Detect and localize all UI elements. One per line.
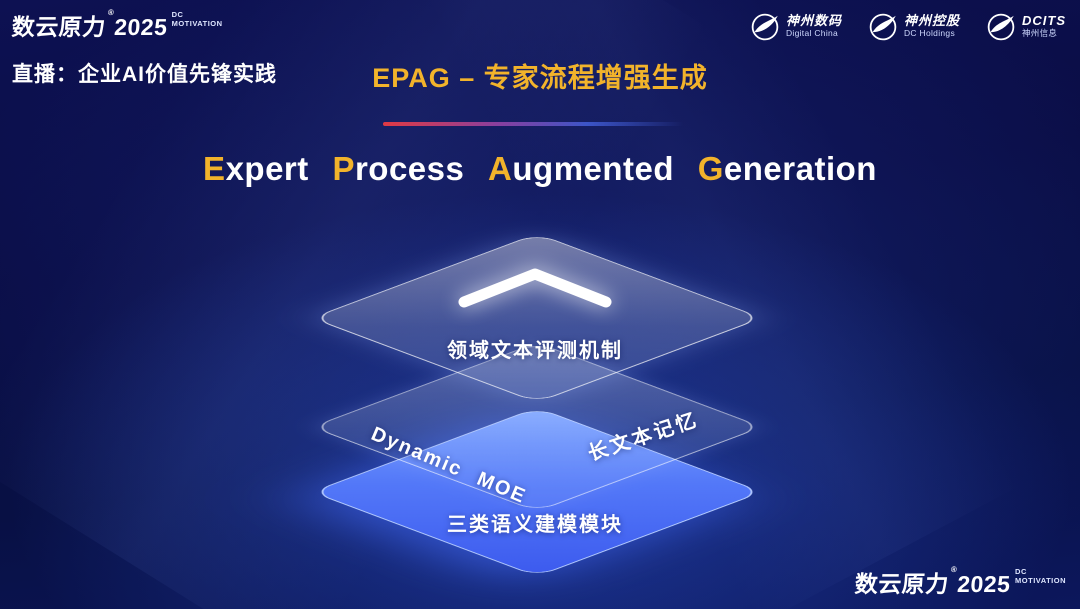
- title-word-rest: xpert: [225, 150, 309, 187]
- partner-text: DCITS 神州信息: [1022, 14, 1066, 40]
- partner-dcits: DCITS 神州信息: [986, 12, 1066, 42]
- title-word: Augmented: [488, 150, 674, 187]
- title-word-lead: G: [697, 150, 724, 187]
- main-title: Expert Process Augmented Generation: [0, 150, 1080, 188]
- footer-brand-tag-line2: MOTIVATION: [1015, 575, 1066, 585]
- partner-name: 神州数码: [785, 13, 842, 28]
- brand-tag-line1: DC: [171, 10, 184, 19]
- partner-subtitle: DC Holdings: [903, 28, 955, 38]
- footer-brand-tagline: DC MOTIVATION: [1015, 567, 1066, 585]
- partner-name: 神州控股: [903, 13, 960, 28]
- brand-tagline: DC MOTIVATION: [171, 10, 223, 28]
- digital-china-swoosh-icon: [751, 13, 779, 41]
- footer-brand-name: 数云原力: [854, 571, 951, 597]
- title-word: Process: [332, 150, 464, 187]
- slide-title: EPAG – 专家流程增强生成: [372, 63, 708, 93]
- footer-brand-wordmark: 数云原力®2025: [854, 565, 1012, 599]
- gradient-divider: [383, 122, 683, 126]
- title-word-lead: A: [488, 150, 513, 187]
- brand-logo: 数云原力®2025 DC MOTIVATION: [11, 8, 223, 42]
- dc-holdings-swoosh-icon: [869, 13, 897, 41]
- title-word-rest: ugmented: [512, 150, 675, 187]
- title-word-lead: E: [203, 150, 226, 187]
- dcits-swoosh-icon: [987, 13, 1015, 41]
- footer-brand-logo: 数云原力®2025 DC MOTIVATION: [854, 565, 1066, 599]
- partner-text: 神州控股 DC Holdings: [904, 14, 960, 40]
- footer-brand-tag-line1: DC: [1015, 567, 1027, 576]
- title-word-rest: rocess: [354, 150, 465, 187]
- partner-dc-holdings: 神州控股 DC Holdings: [868, 12, 960, 42]
- title-word: Generation: [698, 150, 877, 187]
- partner-digital-china: 神州数码 Digital China: [750, 12, 842, 42]
- top-layer-plane: [310, 233, 764, 403]
- partner-logos: 神州数码 Digital China 神州控股 DC Holdings DCIT…: [750, 12, 1066, 42]
- partner-subtitle: 神州信息: [1022, 28, 1058, 38]
- brand-tag-line2: MOTIVATION: [171, 18, 223, 28]
- live-stream-label: 直播：企业AI价值先锋实践: [12, 63, 277, 86]
- partner-name: DCITS: [1022, 13, 1066, 28]
- title-word-lead: P: [332, 150, 355, 187]
- title-word: Expert: [203, 150, 309, 187]
- partner-subtitle: Digital China: [785, 28, 839, 38]
- title-word-rest: eneration: [723, 150, 877, 187]
- footer-brand-year: 2025: [956, 571, 1012, 597]
- partner-text: 神州数码 Digital China: [786, 14, 842, 40]
